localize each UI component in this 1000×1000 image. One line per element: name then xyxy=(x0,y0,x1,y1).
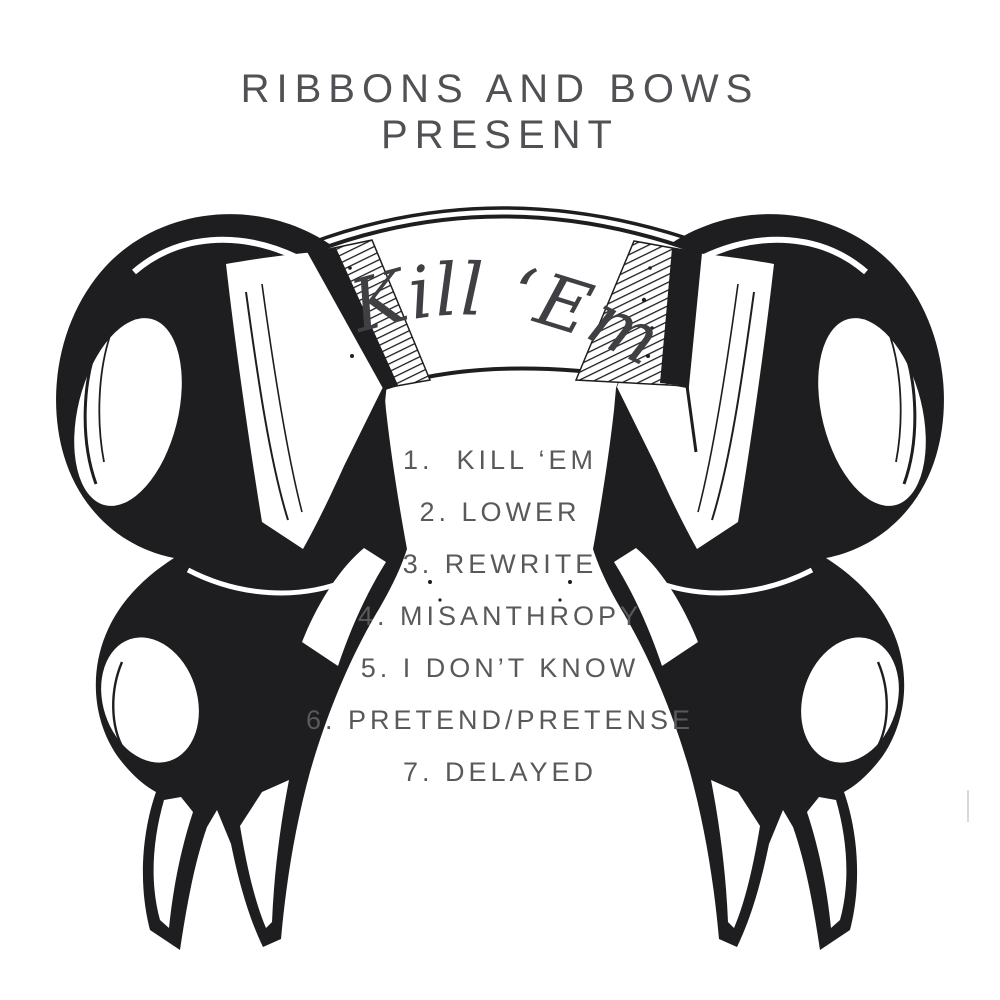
track-item-5: 5. I DON’T KNOW xyxy=(360,653,640,683)
scan-artifact-mark xyxy=(967,790,969,822)
track-item-1: 1. KILL ‘EM xyxy=(402,445,598,475)
poster-heading: RIBBONS AND BOWS PRESENT xyxy=(0,66,1000,158)
under-band-left-edge xyxy=(376,387,387,456)
panel-top-edge-line xyxy=(307,206,705,246)
under-band-right-edge xyxy=(685,385,698,453)
track-item-3: 3. REWRITE xyxy=(402,549,598,579)
track-item-2: 2. LOWER xyxy=(419,497,581,527)
heading-line-1: RIBBONS AND BOWS xyxy=(240,67,760,111)
panel-right-shadow xyxy=(660,248,700,386)
track-item-7: 7. DELAYED xyxy=(402,757,598,787)
heading-line-2: PRESENT xyxy=(381,113,619,157)
panel-left-shadow xyxy=(310,248,398,388)
track-item-4: 4. MISANTHROPY xyxy=(357,601,643,631)
tracklist: 1. KILL ‘EM 2. LOWER 3. REWRITE 4. MISAN… xyxy=(0,446,1000,810)
ribbon-center-panel xyxy=(307,206,705,602)
engraving-speckles xyxy=(348,266,654,602)
track-item-6: 6. PRETEND/PRETENSE xyxy=(305,705,695,735)
